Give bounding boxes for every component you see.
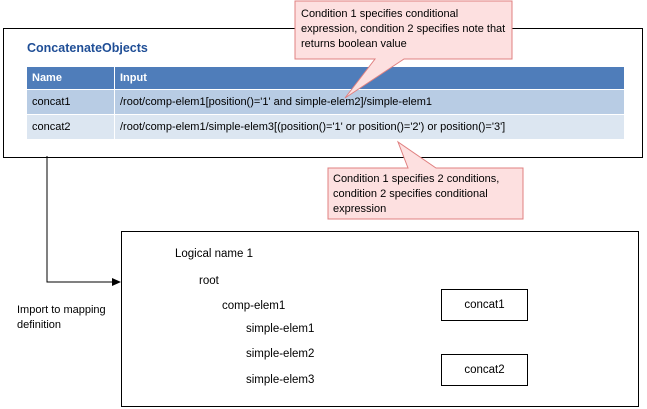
target-concat2[interactable]: concat2 (441, 354, 528, 386)
tree-node-root[interactable]: root (199, 275, 219, 287)
table-row: concat1 /root/comp-elem1[position()='1' … (27, 89, 625, 115)
callout-top-text: Condition 1 specifies conditional expres… (301, 8, 506, 50)
panel-title: ConcatenateObjects (27, 41, 148, 55)
row-input: /root/comp-elem1/simple-elem3[(position(… (114, 114, 625, 139)
callout-bottom-text: Condition 1 specifies 2 conditions, cond… (333, 173, 500, 215)
row-name: concat2 (27, 114, 115, 139)
import-connector-line (46, 156, 119, 283)
table-row: concat2 /root/comp-elem1/simple-elem3[(p… (27, 114, 625, 139)
logical-name-label: Logical name 1 (175, 248, 253, 260)
target-concat1[interactable]: concat1 (441, 289, 528, 321)
mapping-tree-panel (121, 231, 639, 407)
callout-top-shape (294, 0, 513, 99)
header-name: Name (27, 67, 115, 90)
tree-node-comp-elem1[interactable]: comp-elem1 (222, 300, 286, 312)
row-input: /root/comp-elem1[position()='1' and simp… (114, 89, 625, 115)
tree-node-simple-elem3[interactable]: simple-elem3 (246, 374, 315, 386)
callout-bottom-shape (327, 140, 524, 220)
tree-node-simple-elem1[interactable]: simple-elem1 (246, 323, 315, 335)
import-arrowhead (112, 278, 121, 286)
tree-node-simple-elem2[interactable]: simple-elem2 (246, 348, 315, 360)
row-name: concat1 (27, 89, 115, 115)
import-label: Import to mapping definition (17, 304, 106, 331)
